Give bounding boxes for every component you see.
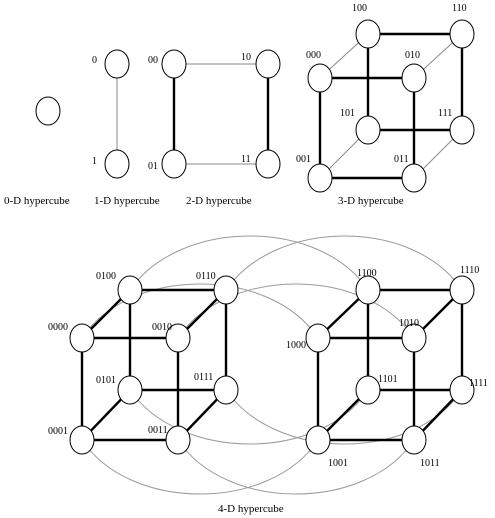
node-4d-0000 <box>69 323 95 353</box>
hypercube-3d: 100 110 000 010 101 111 001 011 <box>296 3 475 193</box>
label-4d-1000: 1000 <box>286 340 306 351</box>
hypercube-2d: 00 10 01 11 <box>148 49 281 179</box>
node-2d-00 <box>161 49 187 79</box>
label-3d-100: 100 <box>352 3 367 14</box>
label-4d-0101: 0101 <box>96 375 116 386</box>
label-3d-011: 011 <box>394 154 409 165</box>
node-3d-010 <box>401 63 427 93</box>
label-4d-1011: 1011 <box>420 458 440 469</box>
label-2d-00: 00 <box>148 55 158 66</box>
arc-4d-0001-1001 <box>81 439 319 495</box>
hypercube-4d: 0100 0110 0000 0010 0101 0111 0001 0011 <box>48 235 488 495</box>
node-4d-1101 <box>355 375 381 405</box>
label-2d-10: 10 <box>241 52 251 63</box>
caption-1d: 1-D hypercube <box>94 195 160 207</box>
label-4d-1001: 1001 <box>328 458 348 469</box>
node-4d-1110 <box>449 275 475 305</box>
node-3d-110 <box>449 19 475 49</box>
node-3d-000 <box>307 63 333 93</box>
arc-4d-0011-1011 <box>177 439 415 495</box>
label-4d-0001: 0001 <box>48 426 68 437</box>
label-3d-000: 000 <box>306 50 321 61</box>
node-3d-001 <box>307 163 333 193</box>
label-4d-1110: 1110 <box>460 265 479 276</box>
caption-3d: 3-D hypercube <box>338 195 404 207</box>
label-4d-0100: 0100 <box>96 271 116 282</box>
label-4d-0110: 0110 <box>196 271 216 282</box>
caption-0d: 0-D hypercube <box>4 195 70 207</box>
node-3d-011 <box>401 163 427 193</box>
label-4d-1100: 1100 <box>357 268 377 279</box>
node-4d-1010 <box>401 323 427 353</box>
label-4d-1111: 1111 <box>469 378 488 389</box>
label-4d-1010: 1010 <box>399 318 419 329</box>
node-4d-0010 <box>165 323 191 353</box>
hypercube-0d <box>35 96 61 126</box>
node-2d-10 <box>255 49 281 79</box>
node-1d-0 <box>104 49 130 79</box>
node-4d-0111 <box>213 375 239 405</box>
arc-4d-0111-1111 <box>225 389 463 445</box>
node-3d-101 <box>355 115 381 145</box>
node-2d-11 <box>255 149 281 179</box>
node-3d-100 <box>355 19 381 49</box>
label-3d-111: 111 <box>438 108 452 119</box>
label-2d-01: 01 <box>148 161 158 172</box>
node-4d-1001 <box>305 425 331 455</box>
node-4d-0110 <box>213 275 239 305</box>
node-4d-0011 <box>165 425 191 455</box>
node-4d-0001 <box>69 425 95 455</box>
label-4d-0111: 0111 <box>194 372 213 383</box>
arc-4d-0110-1110 <box>225 235 463 291</box>
caption-2d: 2-D hypercube <box>186 195 252 207</box>
node-4d-1100 <box>355 275 381 305</box>
label-3d-010: 010 <box>405 50 420 61</box>
label-3d-001: 001 <box>296 154 311 165</box>
node-0d <box>35 96 61 126</box>
node-4d-1111 <box>449 375 475 405</box>
node-1d-1 <box>104 149 130 179</box>
arc-4d-0100-1100 <box>129 235 369 291</box>
label-4d-0000: 0000 <box>48 322 68 333</box>
label-4d-0010: 0010 <box>152 322 172 333</box>
node-2d-01 <box>161 149 187 179</box>
hypercube-4d-left-cube: 0100 0110 0000 0010 0101 0111 0001 0011 <box>48 271 239 455</box>
hypercube-4d-right-cube: 1100 1110 1000 1010 1101 1111 1001 1011 <box>286 265 488 469</box>
label-4d-1101: 1101 <box>378 374 398 385</box>
label-1d-1: 1 <box>92 156 97 167</box>
node-4d-0101 <box>117 375 143 405</box>
hypercube-1d: 0 1 <box>92 49 130 179</box>
arc-4d-0000-1000 <box>81 283 319 339</box>
label-3d-110: 110 <box>452 3 467 14</box>
label-2d-11: 11 <box>241 154 251 165</box>
node-4d-0100 <box>117 275 143 305</box>
node-4d-1000 <box>305 323 331 353</box>
node-4d-1011 <box>401 425 427 455</box>
label-3d-101: 101 <box>340 108 355 119</box>
caption-4d: 4-D hypercube <box>218 503 284 515</box>
label-1d-0: 0 <box>92 55 97 66</box>
node-3d-111 <box>449 115 475 145</box>
label-4d-0011: 0011 <box>148 425 168 436</box>
